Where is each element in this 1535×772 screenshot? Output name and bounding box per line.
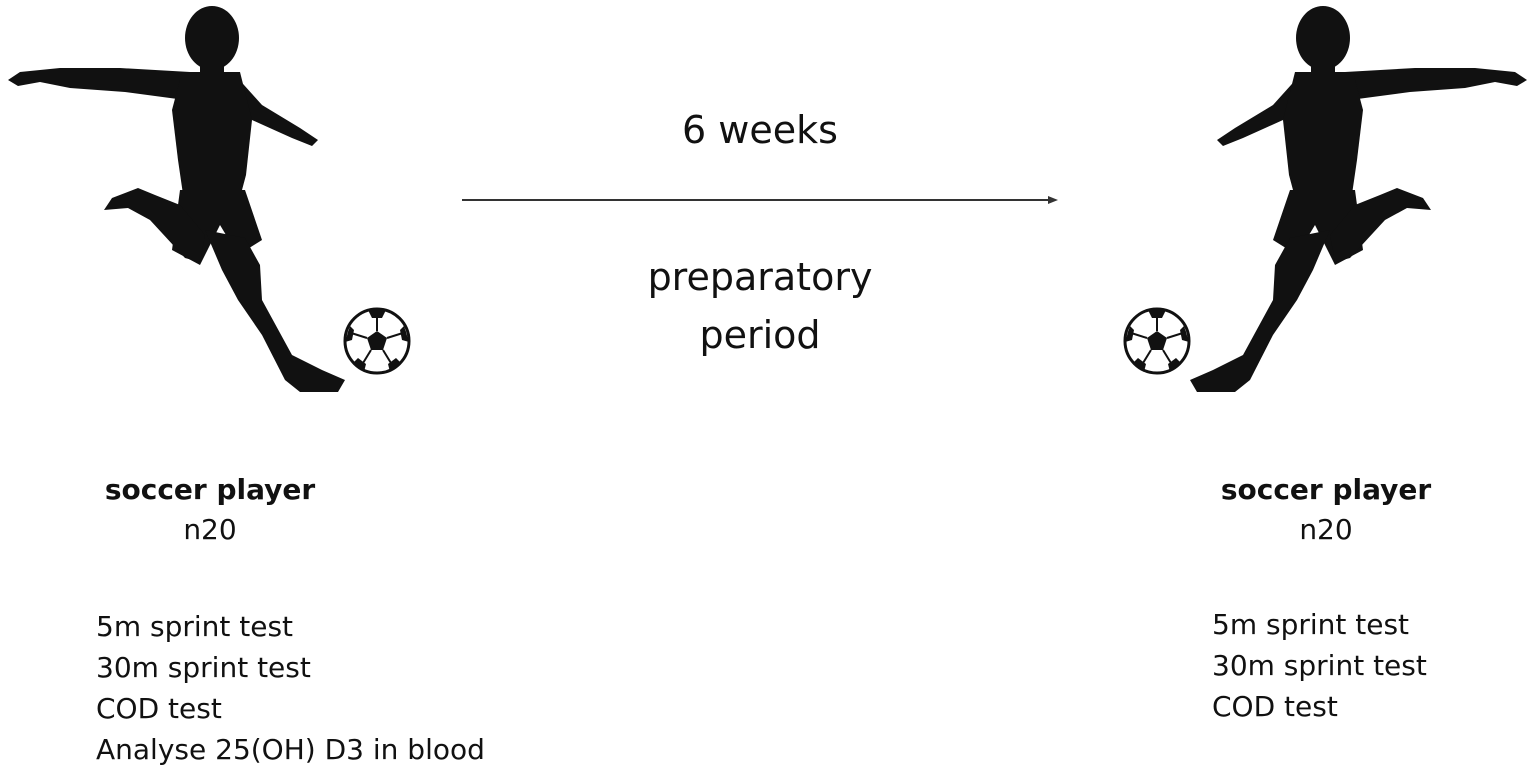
soccer-ball-left-icon bbox=[343, 307, 411, 375]
test-item: COD test bbox=[96, 692, 222, 725]
group-left-count: n20 bbox=[183, 513, 237, 546]
duration-label: 6 weeks bbox=[682, 108, 838, 152]
tests-right-list: 5m sprint test 30m sprint test COD test bbox=[1212, 604, 1427, 727]
test-item: 5m sprint test bbox=[96, 610, 294, 643]
soccer-player-left-icon bbox=[8, 6, 345, 392]
test-item: 5m sprint test bbox=[1212, 608, 1410, 641]
soccer-player-right-icon bbox=[1190, 6, 1527, 392]
group-left-name: soccer player bbox=[104, 473, 316, 506]
group-right-name: soccer player bbox=[1220, 473, 1432, 506]
group-right-count: n20 bbox=[1299, 513, 1353, 546]
soccer-ball-right-icon bbox=[1123, 307, 1191, 375]
period-label-line2: period bbox=[699, 313, 821, 357]
test-item: 30m sprint test bbox=[1212, 649, 1427, 682]
period-label: preparatory period bbox=[560, 248, 960, 364]
test-item: 30m sprint test bbox=[96, 651, 311, 684]
arrow-right-icon bbox=[462, 196, 1058, 204]
test-item: COD test bbox=[1212, 690, 1338, 723]
test-item: Analyse 25(OH) D3 in blood bbox=[96, 733, 485, 766]
period-label-line1: preparatory bbox=[647, 255, 873, 299]
group-left: soccer player n20 bbox=[60, 470, 360, 550]
group-right: soccer player n20 bbox=[1176, 470, 1476, 550]
tests-left-list: 5m sprint test 30m sprint test COD test … bbox=[96, 606, 485, 770]
